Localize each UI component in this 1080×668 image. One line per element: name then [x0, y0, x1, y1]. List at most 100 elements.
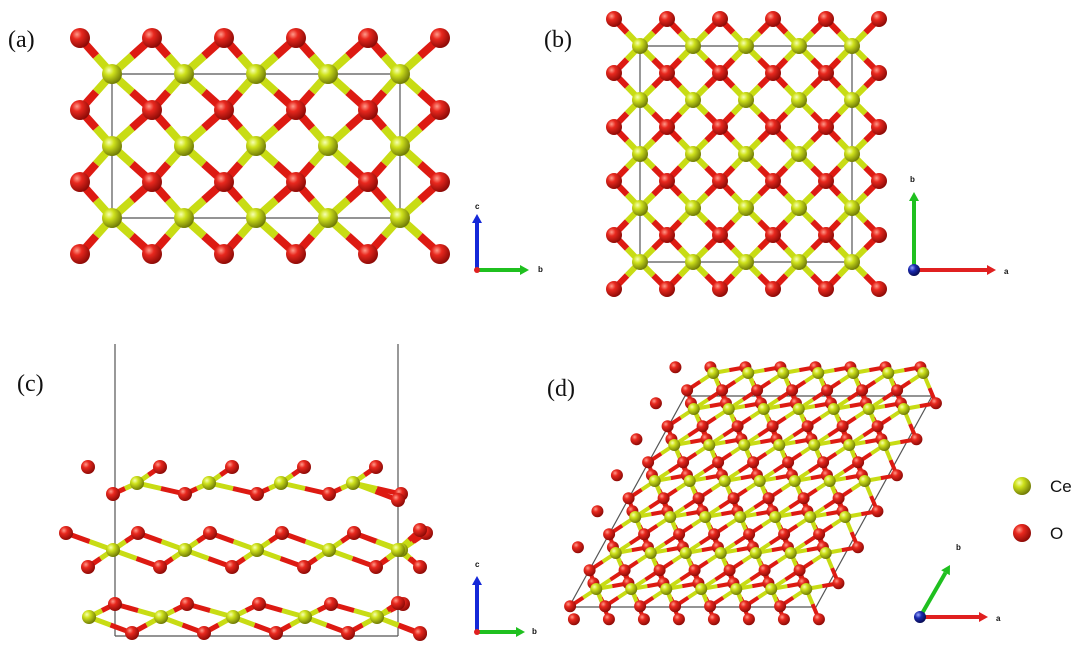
legend: Ce O — [1013, 477, 1072, 543]
o-atom — [673, 528, 686, 541]
o-atom — [180, 597, 194, 611]
o-atom — [797, 492, 810, 505]
ce-atom — [843, 439, 856, 451]
o-atom — [762, 492, 775, 505]
o-atom — [214, 28, 234, 48]
o-atom — [669, 600, 682, 613]
o-atom — [696, 420, 709, 433]
o-atom — [81, 460, 95, 474]
legend-ce-marker — [1013, 477, 1031, 495]
o-atom — [430, 28, 450, 48]
ce-atom — [858, 475, 871, 487]
o-atom — [606, 119, 622, 135]
o-atom — [765, 119, 781, 135]
o-atom — [692, 492, 705, 505]
ce-atom — [819, 547, 832, 559]
o-atom — [821, 384, 834, 397]
ce-atom — [800, 583, 813, 595]
o-atom — [571, 541, 584, 554]
o-atom — [606, 281, 622, 297]
panel-label-a: (a) — [8, 27, 35, 53]
ce-atom — [648, 475, 661, 487]
o-atom — [727, 492, 740, 505]
ce-atom — [738, 92, 754, 108]
axis-d-a-arrow-head — [979, 612, 988, 622]
o-atom — [758, 564, 771, 577]
o-atom — [871, 65, 887, 81]
o-atom — [131, 526, 145, 540]
panel-label-d: (d) — [547, 376, 575, 402]
ce-atom — [683, 475, 696, 487]
o-atom — [812, 613, 825, 626]
o-atom — [606, 227, 622, 243]
o-atom — [369, 560, 383, 574]
ce-atom — [668, 439, 681, 451]
o-atom — [70, 172, 90, 192]
o-atom — [225, 460, 239, 474]
ce-atom — [679, 547, 692, 559]
o-atom — [774, 600, 787, 613]
axis-label-b-b: b — [910, 175, 915, 184]
o-atom — [297, 560, 311, 574]
o-atom — [743, 528, 756, 541]
ce-atom — [174, 208, 194, 228]
ce-atom — [625, 583, 638, 595]
axis-a-origin — [474, 267, 480, 273]
o-atom — [817, 456, 830, 469]
axis-label-d-b: b — [956, 543, 961, 552]
ce-atom — [390, 136, 410, 156]
o-atom — [602, 613, 615, 626]
o-atom — [712, 65, 728, 81]
ce-atom — [738, 200, 754, 216]
o-atom — [778, 528, 791, 541]
axis-a-b-arrow-head — [520, 265, 529, 275]
o-atom — [430, 172, 450, 192]
o-atom — [358, 244, 378, 264]
ce-atom — [703, 439, 716, 451]
o-atom — [70, 28, 90, 48]
o-atom — [106, 487, 120, 501]
o-atom — [70, 100, 90, 120]
o-atom — [297, 460, 311, 474]
o-atom — [125, 626, 139, 640]
ce-atom — [844, 200, 860, 216]
o-atom — [214, 172, 234, 192]
o-atom — [322, 487, 336, 501]
o-atom — [672, 613, 685, 626]
o-atom — [225, 560, 239, 574]
ce-atom — [812, 367, 825, 379]
o-atom — [681, 384, 694, 397]
ce-atom — [788, 475, 801, 487]
axis-label-b-a: a — [1004, 267, 1009, 276]
o-atom — [622, 492, 635, 505]
o-atom — [638, 528, 651, 541]
ce-atom — [749, 547, 762, 559]
legend-ce-label: Ce — [1050, 477, 1072, 496]
ce-atom — [632, 146, 648, 162]
ce-atom — [102, 136, 122, 156]
axis-label-c-b: b — [532, 627, 537, 636]
o-atom — [712, 11, 728, 27]
o-atom — [81, 560, 95, 574]
o-atom — [786, 384, 799, 397]
o-atom — [712, 173, 728, 189]
ce-atom — [839, 511, 852, 523]
ce-atom — [102, 208, 122, 228]
o-atom — [766, 420, 779, 433]
axis-label-d-a: a — [996, 614, 1001, 623]
o-atom — [653, 564, 666, 577]
axis-d-b-arrow-head — [941, 565, 950, 576]
ce-atom — [784, 547, 797, 559]
ce-atom — [844, 146, 860, 162]
axis-c-b-arrow-head — [516, 627, 525, 637]
ce-atom — [318, 64, 338, 84]
o-atom — [108, 597, 122, 611]
axis-b-a-arrow-head — [987, 265, 996, 275]
ce-atom — [699, 511, 712, 523]
panel-label-c: (c) — [17, 371, 44, 397]
o-atom — [610, 469, 623, 482]
o-atom — [197, 626, 211, 640]
o-atom — [369, 460, 383, 474]
ce-atom — [174, 64, 194, 84]
bond-layer — [65, 16, 938, 637]
